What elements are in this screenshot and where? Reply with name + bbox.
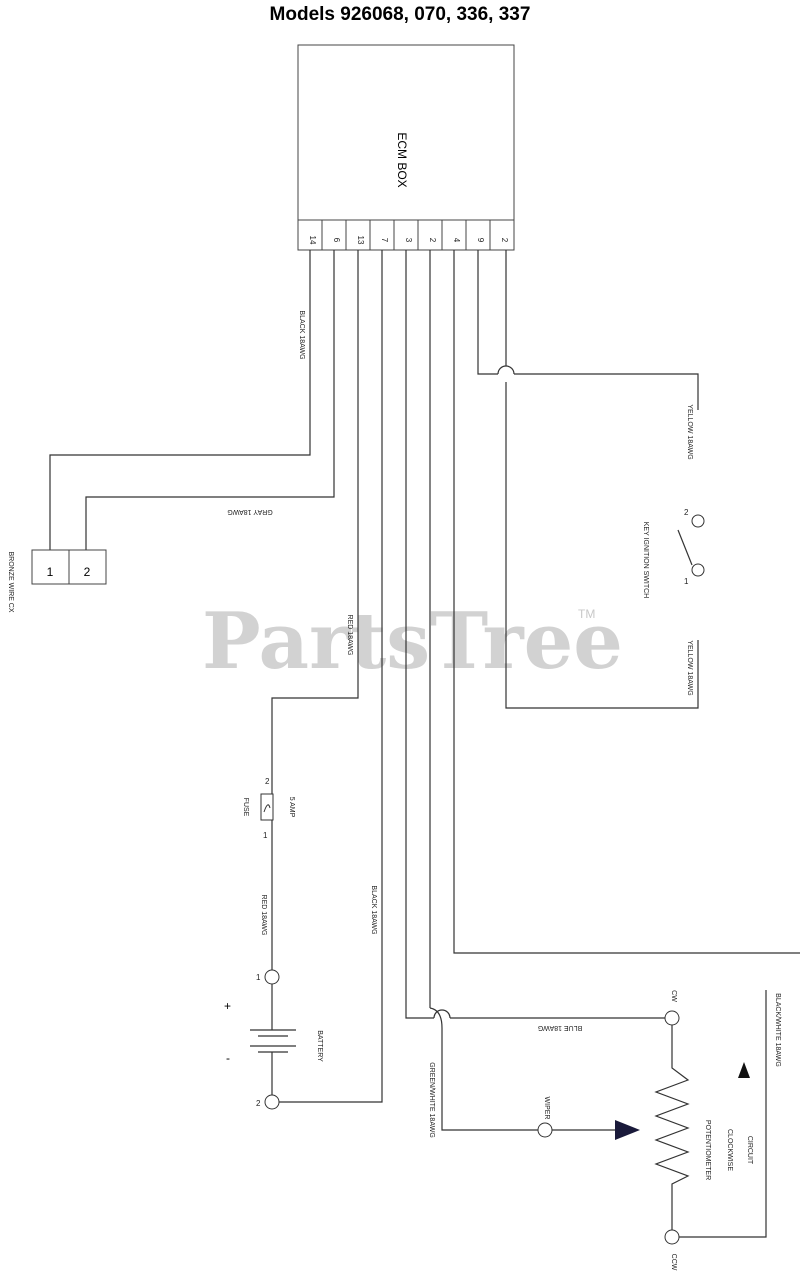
wire-black-white-return [679, 990, 767, 1238]
wire-gray-pin6 [85, 250, 335, 550]
ignition-pin-1: 1 [684, 577, 689, 586]
ignition-contact-2 [691, 514, 705, 528]
wire-label-black-mid: BLACK 18AWG [370, 885, 377, 934]
ecm-pin-dividers [321, 220, 491, 250]
pot-ccw-terminal [664, 1229, 680, 1245]
wire-yellow-hop [497, 365, 515, 375]
ecm-box-label: ECM BOX [395, 132, 409, 187]
wire-yellow-top-right [514, 373, 699, 410]
ecm-pin-5: 3 [404, 238, 413, 243]
wire-black-pin14 [49, 250, 311, 550]
battery-pin-1: 1 [256, 973, 261, 982]
battery-terminal-2 [264, 1094, 280, 1110]
connector-pin-2: 2 [84, 565, 91, 579]
ecm-pin-header [297, 219, 515, 251]
wire-green-white-bend [429, 1007, 443, 1029]
wire-label-gray: GRAY 18AWG [227, 508, 272, 515]
ignition-switch-lever [677, 529, 693, 566]
battery-terminal-1 [264, 969, 280, 985]
wire-label-green-white: GREEN/WHITE 18AWG [428, 1062, 435, 1138]
fuse-rating: 5 AMP [288, 797, 295, 818]
battery-plus: + [224, 999, 231, 1013]
wire-yellow-pin2 [505, 382, 699, 709]
battery-label: BATTERY [316, 1030, 323, 1062]
wire-black-white-pin4 [453, 250, 800, 954]
fuse-pin-2: 2 [265, 777, 270, 786]
direction-arrow-icon [738, 1062, 750, 1078]
wiper-terminal [537, 1122, 553, 1138]
pot-cw-label: CW [670, 990, 677, 1002]
ignition-contact-1 [691, 563, 705, 577]
wire-crossover-hop [433, 1009, 451, 1019]
wire-black-pin7 [279, 250, 383, 1103]
diagram-title: Models 926068, 070, 336, 337 [269, 4, 531, 25]
wiper-label: WIPER [543, 1097, 550, 1120]
wire-label-blue: BLUE 18AWG [538, 1024, 582, 1031]
potentiometer-resistor [654, 1025, 690, 1230]
fuse-label: FUSE [242, 798, 249, 817]
wire-yellow-pin9 [477, 250, 498, 375]
pot-ccw-label: CCW [670, 1254, 677, 1271]
battery-pin-2: 2 [256, 1099, 261, 1108]
pot-label-1: POTENTIOMETER [704, 1120, 711, 1180]
wire-green-white-bottom [441, 1028, 538, 1131]
wire-label-yellow-top: YELLOW 18AWG [686, 404, 693, 459]
wire-blue-pin3-a [405, 250, 434, 1019]
ecm-pin-4: 7 [380, 238, 389, 243]
wire-label-red-lower: RED 18AWG [260, 895, 267, 936]
fuse-pin-1: 1 [263, 831, 268, 840]
fuse-element [263, 804, 271, 813]
wire-label-red-upper: RED 18AWG [346, 615, 353, 656]
wire-label-yellow-bottom: YELLOW 18AWG [686, 640, 693, 695]
fuse-symbol [260, 793, 274, 821]
ecm-pin-2: 6 [332, 238, 341, 243]
ecm-pin-3: 13 [356, 236, 365, 245]
battery-minus: - [226, 1051, 230, 1065]
wiper-arrow-icon [615, 1120, 640, 1140]
pot-label-3: CIRCUIT [746, 1136, 753, 1165]
wire-red-pin13 [271, 250, 359, 794]
ecm-box [297, 44, 515, 221]
ecm-pin-1: 14 [308, 236, 317, 245]
watermark-text: PartsTree [202, 596, 623, 687]
pot-cw-terminal [664, 1010, 680, 1026]
ecm-pin-7: 4 [452, 238, 461, 243]
ignition-pin-2: 2 [684, 508, 689, 517]
ecm-pin-6: 2 [428, 238, 437, 243]
pot-label-2: CLOCKWISE [726, 1129, 733, 1171]
watermark-tm: TM [578, 607, 595, 621]
ignition-label: KEY IGNITION SWITCH [642, 522, 649, 599]
ecm-pin-9: 2 [500, 238, 509, 243]
connector-pin-1: 1 [47, 565, 54, 579]
connector-label: BRONZE WIRE CX [7, 551, 14, 612]
ecm-pin-8: 9 [476, 238, 485, 243]
wire-label-black-white: BLACK/WHITE 18AWG [774, 993, 781, 1067]
wire-label-black-top: BLACK 18AWG [298, 310, 305, 359]
